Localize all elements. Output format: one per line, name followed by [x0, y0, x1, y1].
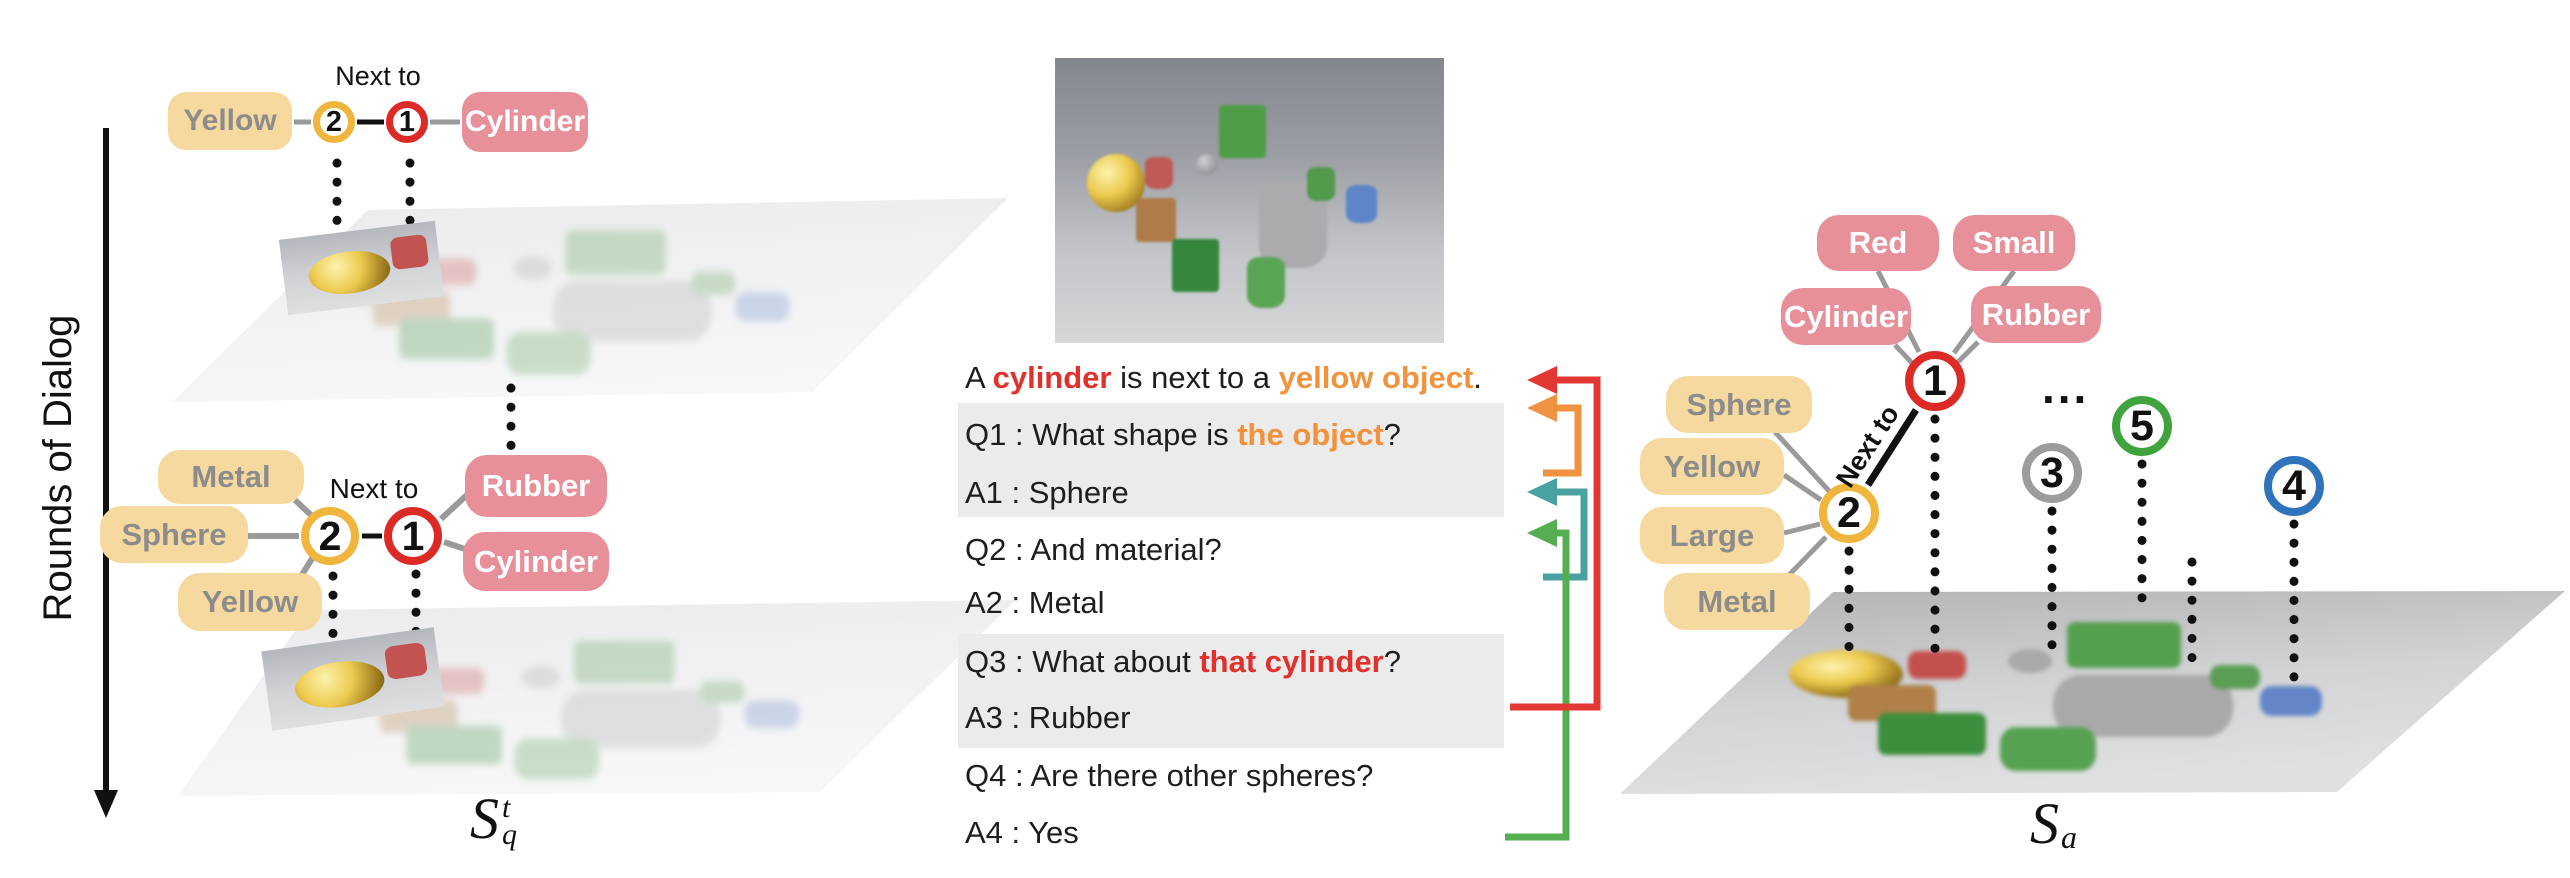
a4-text: A4 : Yes [965, 815, 1079, 850]
attribute-pill-metal: Metal [158, 450, 304, 504]
attribute-pill-red-a: Red [1817, 215, 1939, 271]
query-graph-label-sub: q [502, 818, 517, 851]
green-metal-cube [1172, 239, 1219, 292]
scene-photo-objects [1055, 58, 1444, 343]
edge-label-next-to: Next to [329, 473, 419, 504]
scene-photo [1055, 58, 1444, 343]
attribute-pill-sphere-a: Sphere [1666, 376, 1812, 433]
caption-text: is next to a [1111, 360, 1279, 395]
coref-arrow-red [1510, 376, 1601, 711]
edge-node1-node2-a [1865, 408, 1919, 487]
blue-cylinder [1346, 185, 1377, 223]
dialog-line-q4: Q4 : Are there other spheres? [965, 757, 1373, 795]
edge-rubber-to-node1-a [1956, 340, 1980, 364]
answer-node-3: 3 [2022, 443, 2082, 503]
green-cylinder-small [1307, 167, 1335, 201]
graph-node-1-t: 1 [386, 101, 428, 143]
dialog-line-q1: Q1 : What shape is the object? [965, 416, 1401, 454]
brown-cube [1136, 198, 1176, 242]
rounds-axis-arrowhead-icon [94, 790, 118, 818]
edge-metal-to-node2-a [1786, 535, 1828, 578]
attribute-pill-yellow-a: Yellow [1640, 438, 1784, 495]
coref-arrowhead-teal-icon [1527, 478, 1557, 506]
answer-node-4: 4 [2264, 456, 2324, 516]
attribute-pill-cylinder-a: Cylinder [1781, 288, 1911, 345]
coref-arrowhead-red-icon [1527, 366, 1557, 394]
attribute-pill-small-a: Small [1953, 215, 2075, 271]
attribute-pill-cylinder: Cylinder [463, 532, 609, 591]
edge-label-next-to-t: Next to [335, 61, 421, 91]
dialog-shade-q1a1 [958, 403, 1504, 517]
edge-yellow-to-node2-a [1782, 472, 1823, 503]
a3-text: A3 : Rubber [965, 700, 1131, 735]
attribute-pill-rubber-a: Rubber [1971, 286, 2101, 343]
answer-graph-label: S a [2030, 791, 2077, 856]
coref-arrowhead-green-icon [1527, 519, 1557, 547]
answer-node-5: 5 [2112, 396, 2172, 456]
coref-arrowhead-orange-icon [1527, 394, 1557, 422]
dialog-line-q3: Q3 : What about that cylinder? [965, 643, 1401, 681]
edge-sphere-to-node2-a [1773, 430, 1832, 494]
a2-text: A2 : Metal [965, 585, 1105, 620]
caption-highlight-yellow-object: yellow object [1278, 360, 1474, 395]
caption-text: . [1473, 360, 1482, 395]
q3-text: Q3 : What about [965, 644, 1200, 679]
edge-cylinder-to-node1 [443, 539, 466, 552]
green-cylinder-front [1247, 257, 1285, 308]
answer-node-1: 1 [1905, 351, 1965, 411]
q1-text: Q1 : What shape is [965, 417, 1238, 452]
dialog-line-a2: A2 : Metal [965, 584, 1105, 622]
coref-arrow-green [1505, 529, 1570, 841]
q1-highlight-the-object: the object [1237, 417, 1384, 452]
red-cylinder-patch [383, 641, 428, 681]
dialog-line-a3: A3 : Rubber [965, 699, 1130, 737]
answer-graph-label-base: S [2030, 791, 2059, 856]
graph-node-2: 2 [301, 507, 359, 565]
gray-sphere [1196, 154, 1217, 175]
coref-arrow-orange [1543, 404, 1582, 477]
caption-highlight-cylinder: cylinder [992, 360, 1112, 395]
dialog-shade-q3a3 [958, 634, 1504, 748]
rounds-of-dialog-label: Rounds of Dialog [36, 314, 80, 622]
gold-sphere-patch [291, 655, 388, 713]
gold-sphere [1087, 154, 1145, 212]
dialog-line-q2: Q2 : And material? [965, 531, 1222, 569]
q3-text: ? [1383, 644, 1401, 679]
gold-sphere-patch-t [306, 246, 393, 299]
attribute-pill-large-a: Large [1640, 507, 1784, 564]
edge-large-to-node2-a [1783, 521, 1821, 536]
green-cube-large [1219, 105, 1266, 158]
graph-node-1: 1 [384, 507, 442, 565]
attribute-pill-rubber: Rubber [465, 455, 607, 517]
attribute-pill-cylinder-t: Cylinder [462, 92, 588, 152]
attribute-pill-yellow: Yellow [178, 573, 322, 631]
q3-highlight-that-cylinder: that cylinder [1199, 644, 1384, 679]
graph-node-2-t: 2 [313, 101, 355, 143]
a1-text: A1 : Sphere [965, 475, 1129, 510]
query-graph-label: S t q [470, 786, 517, 851]
q1-text: ? [1383, 417, 1401, 452]
edge-cylinder-to-node1-a [1893, 343, 1914, 365]
dialog-line-a1: A1 : Sphere [965, 474, 1129, 512]
attribute-pill-metal-a: Metal [1664, 573, 1810, 630]
answer-node-2: 2 [1819, 483, 1879, 543]
attribute-pill-sphere: Sphere [100, 506, 248, 563]
attribute-pill-yellow-t: Yellow [168, 92, 292, 150]
query-graph-label-base: S [470, 786, 499, 851]
red-cylinder-patch-t [389, 234, 430, 271]
query-graph-label-sup: t [502, 791, 511, 824]
red-cylinder [1145, 157, 1173, 189]
more-nodes-ellipsis: ... [2042, 361, 2090, 413]
q4-text: Q4 : Are there other spheres? [965, 758, 1374, 793]
caption-text: A [965, 360, 993, 395]
edge-rubber-to-node1 [438, 491, 471, 522]
answer-graph-label-sub: a [2061, 819, 2077, 855]
q2-text: Q2 : And material? [965, 532, 1222, 567]
dialog-caption: A cylinder is next to a yellow object. [965, 359, 1482, 397]
dialog-line-a4: A4 : Yes [965, 814, 1079, 852]
query-graph-label-scripts: t q [502, 791, 517, 851]
